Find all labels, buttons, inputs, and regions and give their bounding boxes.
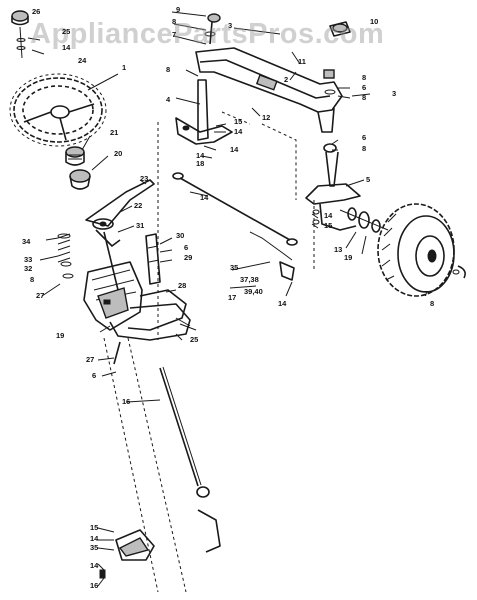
pivot-bar-part xyxy=(145,233,161,285)
steering-bushing-part xyxy=(65,146,91,190)
steering-bracket-part xyxy=(109,303,197,341)
gear-housing-part xyxy=(83,261,187,331)
frame-outline-part xyxy=(157,111,315,340)
spring-washers-part xyxy=(57,233,74,279)
lower-bracket-part xyxy=(99,509,221,579)
spindle-right-part xyxy=(305,69,361,231)
front-tire-part xyxy=(377,203,455,297)
steering-wheel-part xyxy=(9,73,107,147)
hub-washers-part xyxy=(339,207,389,233)
axle-pivot-bolt-part xyxy=(204,13,221,45)
tie-rod-part xyxy=(172,172,298,281)
axle-bushing-part xyxy=(329,21,351,37)
leader-lines-part xyxy=(27,11,371,587)
drag-link-rod-part xyxy=(103,337,210,593)
spindle-left-part xyxy=(175,79,233,145)
front-axle-part xyxy=(195,47,343,133)
steering-cap-part xyxy=(11,10,29,59)
steering-shaft-upper-part xyxy=(103,231,119,291)
hub-cap-part xyxy=(452,265,466,279)
steering-support-part xyxy=(85,179,155,247)
